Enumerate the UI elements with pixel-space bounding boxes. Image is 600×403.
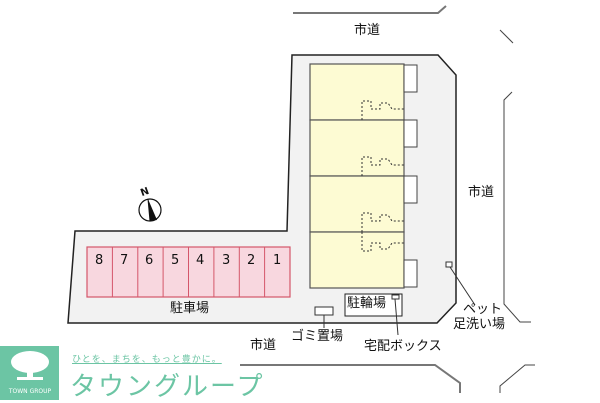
south-road-label: 市道 [250,338,277,353]
north-road-corner [499,29,514,44]
south-road-edge [240,364,461,393]
bicycle-parking-box [344,293,403,317]
tree-icon [11,351,49,380]
company-logo: TOWN GROUP [0,346,59,400]
logo-brand-name: タウングループ [70,372,265,402]
east-road-label: 市道 [468,185,495,200]
parking-slot-2: 2 [247,253,256,268]
delivery-box-label: 宅配ボックス [364,339,442,354]
parking-label: 駐車場 [170,301,210,316]
garbage-label: ゴミ置場 [291,329,344,344]
parking-slot-7: 7 [120,253,129,268]
logo-company-text: TOWN GROUP [8,388,52,395]
parking-slot-8: 8 [95,253,104,268]
pet-wash-icon [445,261,453,268]
north-road-edge [293,5,447,14]
compass-icon [138,198,162,222]
south-road-corner [499,364,535,393]
parking-slot-1: 1 [273,253,282,268]
logo-tagline: ひとを、まちを、もっと豊かに。 [72,355,222,365]
delivery-box-icon [391,294,400,300]
north-road-label: 市道 [354,23,381,38]
parking-slot-3: 3 [222,253,231,268]
parking-slot-6: 6 [145,253,154,268]
pet-wash-label-2: 足洗い場 [453,317,506,332]
parking-slot-4: 4 [196,253,205,268]
east-road-edge [503,91,531,323]
parking-area [86,246,291,298]
garbage-area-box [314,306,334,316]
parking-slot-5: 5 [171,253,180,268]
building [309,63,418,289]
pet-wash-label-1: ペット [463,302,503,317]
bicycle-parking-label: 駐輪場 [347,296,387,311]
